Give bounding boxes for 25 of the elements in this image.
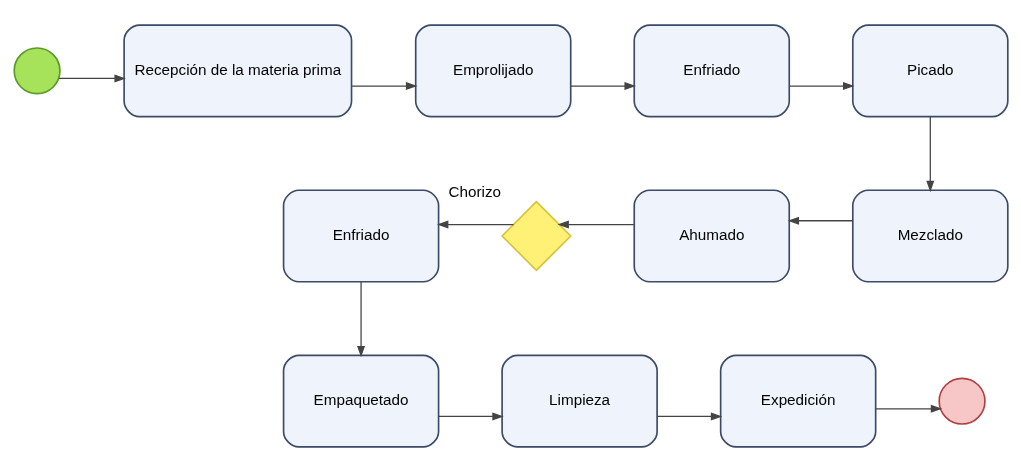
arrow bbox=[925, 116, 934, 193]
node-box: Limpieza bbox=[500, 354, 658, 448]
node-circle bbox=[937, 377, 986, 425]
arrow bbox=[556, 220, 634, 229]
arrow bbox=[656, 412, 722, 421]
node-box: Enfriado bbox=[282, 189, 439, 283]
node-box: Ahumado bbox=[632, 189, 790, 283]
node-circle bbox=[12, 47, 61, 95]
node-box: Empaquetado bbox=[282, 354, 439, 448]
arrow bbox=[57, 74, 126, 83]
arrow bbox=[569, 82, 636, 91]
node-box: Mezclado bbox=[851, 189, 1009, 283]
arrow bbox=[788, 82, 854, 91]
arrow bbox=[787, 216, 853, 225]
node-label: Chorizo bbox=[448, 183, 501, 201]
arrow bbox=[436, 220, 514, 229]
arrow bbox=[437, 412, 504, 421]
arrow bbox=[350, 82, 417, 91]
node-box: Recepción de la materia prima bbox=[122, 24, 352, 118]
node-box: Enfriado bbox=[632, 24, 790, 118]
node-box: Expedición bbox=[719, 354, 876, 448]
arrow bbox=[874, 404, 942, 413]
node-box: Picado bbox=[851, 24, 1009, 118]
arrow bbox=[356, 281, 365, 358]
node-box: Emprolijado bbox=[414, 24, 572, 118]
